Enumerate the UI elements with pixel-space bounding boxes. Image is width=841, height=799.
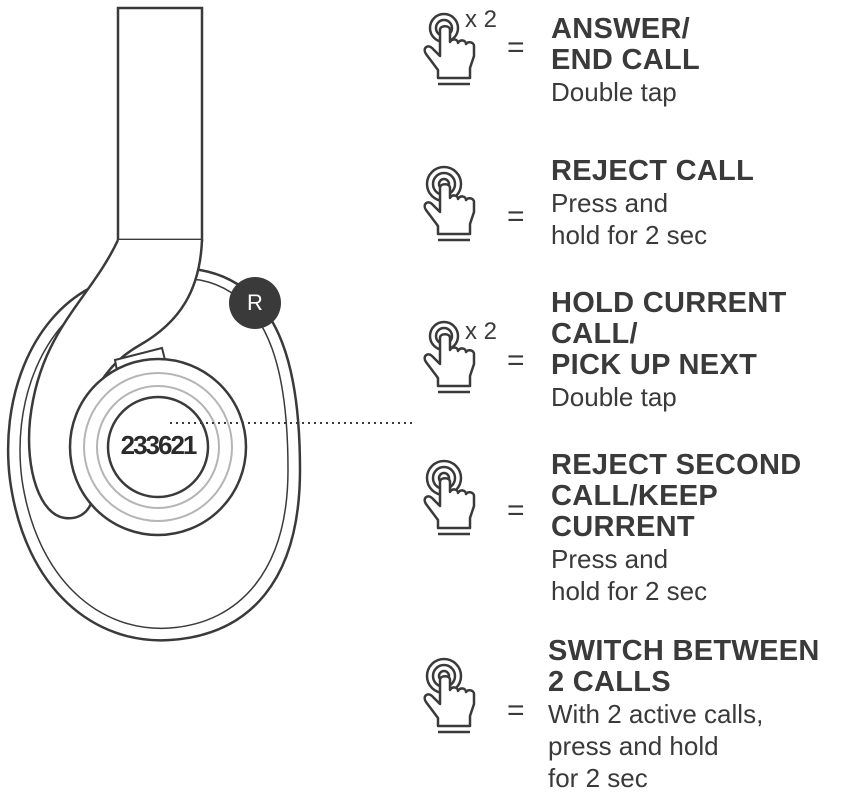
gesture-title: REJECT SECOND: [551, 449, 802, 481]
gesture-title: END CALL: [551, 44, 700, 76]
gesture-description: Double tap: [551, 77, 677, 107]
side-badge: R: [247, 290, 263, 315]
gesture-text: ANSWER/ END CALL Double tap: [551, 14, 841, 108]
gesture-description: With 2 active calls,: [548, 699, 764, 729]
equals-sign: =: [507, 200, 525, 233]
gesture-title: 2 CALLS: [548, 666, 671, 698]
gesture-text: HOLD CURRENT CALL/ PICK UP NEXT Double t…: [551, 288, 841, 413]
side-badge-circle: [229, 277, 281, 329]
tap-count-label: x 2: [465, 318, 498, 345]
tap-count-label: x 2: [465, 6, 498, 33]
equals-sign: =: [507, 31, 525, 64]
gesture-title: CURRENT: [551, 511, 695, 543]
gesture-description: Press and: [551, 188, 669, 218]
equals-sign: =: [507, 494, 525, 527]
gesture-text: REJECT CALL Press and hold for 2 sec: [551, 156, 841, 251]
gesture-description: press and hold: [548, 731, 719, 761]
headband: [116, 6, 204, 242]
gesture-title: PICK UP NEXT: [551, 349, 758, 381]
ear-cup-outline: [6, 266, 302, 642]
equals-sign: =: [507, 694, 525, 727]
gesture-title: CALL/KEEP: [551, 480, 719, 512]
gesture-title: ANSWER/: [551, 13, 691, 45]
press-hold-hand-icon: [423, 657, 476, 734]
gesture-title: CALL/: [551, 318, 638, 350]
gesture-text: REJECT SECOND CALL/KEEP CURRENT Press an…: [551, 450, 841, 607]
gesture-description: hold for 2 sec: [551, 220, 708, 250]
press-hold-hand-icon: [423, 459, 476, 536]
gesture-title: HOLD CURRENT: [551, 287, 787, 319]
double-tap-hand-icon: [423, 320, 476, 394]
control-disc-ring-1: [83, 372, 233, 522]
gesture-title: REJECT CALL: [551, 155, 755, 187]
control-disc-ring-2: [96, 385, 220, 509]
brand-mark: 233621: [120, 430, 198, 460]
gesture-description: hold for 2 sec: [551, 576, 708, 606]
gesture-title: SWITCH BETWEEN: [548, 635, 820, 667]
press-hold-hand-icon: [423, 165, 476, 242]
gesture-description: for 2 sec: [548, 763, 648, 793]
gesture-description: Press and: [551, 544, 669, 574]
gesture-text: SWITCH BETWEEN 2 CALLS With 2 active cal…: [548, 636, 840, 794]
double-tap-hand-icon: [423, 12, 476, 86]
gesture-description: Double tap: [551, 382, 677, 412]
equals-sign: =: [507, 344, 525, 377]
